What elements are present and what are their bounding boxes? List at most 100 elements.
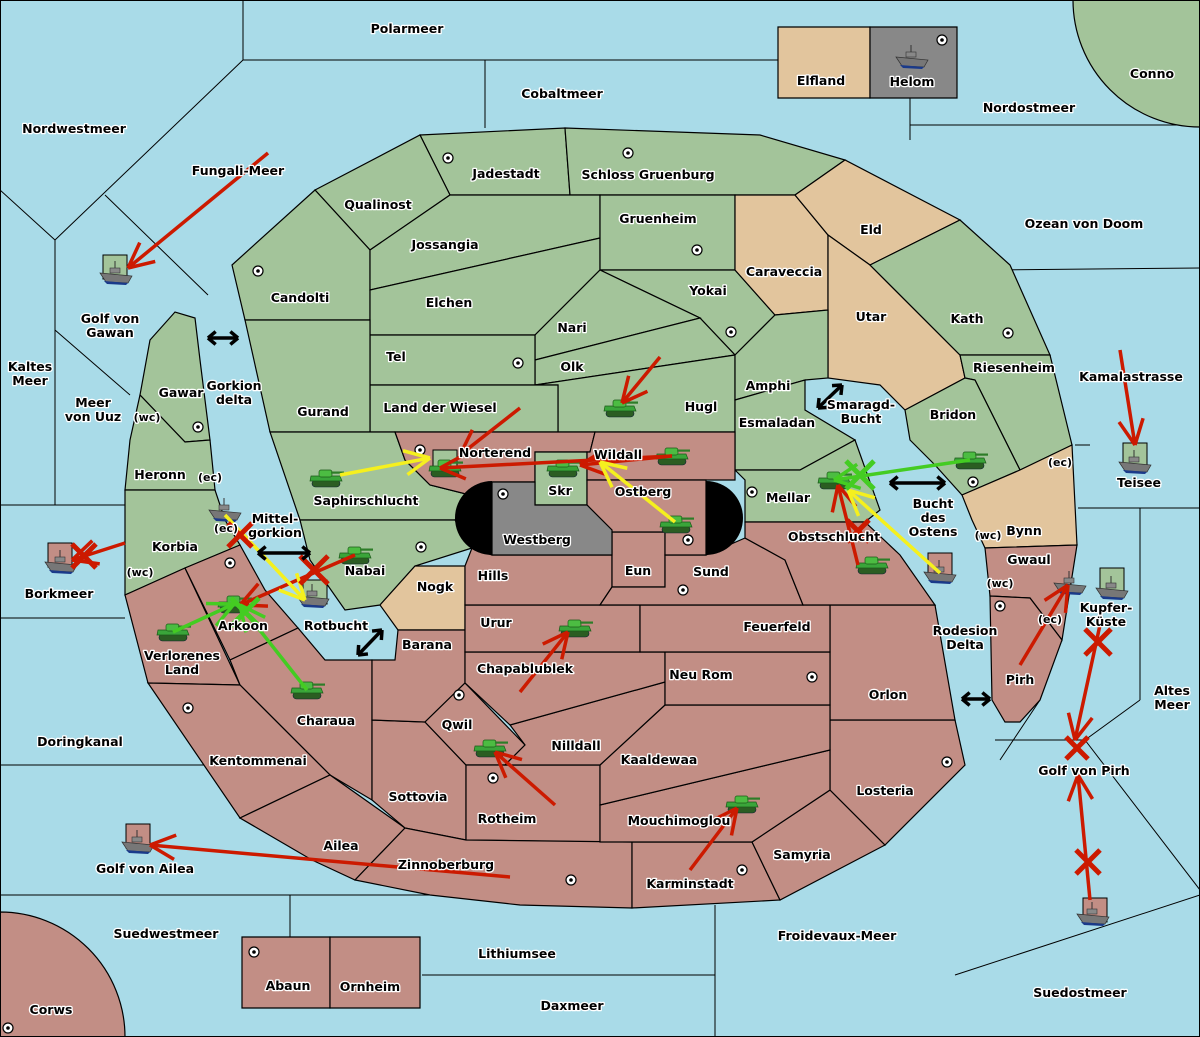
province-label-olk: Olk xyxy=(560,359,584,374)
order-line xyxy=(846,488,942,575)
province-label-karminstadt: Karminstadt xyxy=(646,876,733,891)
supply-center-icon xyxy=(248,946,260,958)
label-line: des xyxy=(921,510,946,525)
supply-center-icon xyxy=(725,326,737,338)
province-label-eld: Eld xyxy=(860,222,882,237)
failed-order-cross-icon xyxy=(845,518,871,544)
supply-center-icon xyxy=(512,357,524,369)
sea-border-line xyxy=(954,894,1200,976)
province-label-sund: Sund xyxy=(693,564,729,579)
order-arrowhead xyxy=(205,601,235,606)
label-line: Delta xyxy=(946,637,984,652)
province-conno[interactable] xyxy=(1072,0,1200,128)
supply-center-icon xyxy=(252,265,264,277)
order-arrowhead xyxy=(711,806,738,823)
province-gruenheim[interactable] xyxy=(599,194,736,271)
order-arrowhead xyxy=(458,429,474,456)
label-line: Feuerfeld xyxy=(743,619,810,634)
supply-center-icon xyxy=(442,152,454,164)
order-line xyxy=(149,843,511,879)
province-label-gruenheim: Gruenheim xyxy=(619,211,696,226)
label-line: Lithiumsee xyxy=(478,946,556,961)
supply-center-icon xyxy=(682,534,694,546)
label-line: Abaun xyxy=(266,978,311,993)
label-line: Gwaul xyxy=(1007,552,1050,567)
connection-double-arrow-icon xyxy=(888,475,947,491)
order-arrowhead xyxy=(402,449,431,460)
province-label-rotheim: Rotheim xyxy=(478,811,537,826)
province-rotheim[interactable] xyxy=(465,764,601,843)
label-line: Golf von Pirh xyxy=(1038,763,1129,778)
sea-border-line xyxy=(1084,699,1141,741)
supply-center-icon xyxy=(941,756,953,768)
label-line: Nogk xyxy=(417,579,454,594)
order-arrowhead xyxy=(439,466,467,481)
order-arrowhead xyxy=(1073,716,1094,742)
coast-label: (ec) xyxy=(1048,456,1072,469)
province-label-ailea: Ailea xyxy=(323,838,358,853)
province-eun[interactable] xyxy=(611,531,666,588)
order-line xyxy=(518,630,570,694)
province-westberg[interactable] xyxy=(491,481,613,556)
label-line: Jossangia xyxy=(410,237,478,252)
province-label-pirh: Pirh xyxy=(1006,672,1035,687)
coast-label: (ec) xyxy=(1038,613,1062,626)
label-line: Teisee xyxy=(1117,475,1161,490)
failed-order-cross-icon xyxy=(1083,627,1113,657)
label-line: Gorkion xyxy=(206,378,261,393)
label-line: Kupfer- xyxy=(1080,600,1133,615)
sea-label-golfpirh: Golf von Pirh xyxy=(1038,763,1129,778)
label-line: Bynn xyxy=(1006,523,1041,538)
province-kath[interactable] xyxy=(868,219,1051,356)
failed-order-cross-icon xyxy=(1074,848,1102,876)
failed-order-cross-icon xyxy=(226,521,254,549)
order-arrowhead xyxy=(294,572,307,601)
province-label-bridon: Bridon xyxy=(930,407,976,422)
order-line xyxy=(620,355,662,405)
sea-label-cobaltmeer: Cobaltmeer xyxy=(521,86,603,101)
order-arrowhead xyxy=(729,807,739,836)
province-ornheim[interactable] xyxy=(329,936,421,1009)
order-line xyxy=(579,454,673,467)
label-line: Nordostmeer xyxy=(983,100,1076,115)
sea-label-doringkanal: Doringkanal xyxy=(37,734,123,749)
province-label-heronn: Heronn xyxy=(134,467,186,482)
sea-label-lithiumsee: Lithiumsee xyxy=(478,946,556,961)
sea-label-mittelgorkion: Mittel-gorkion xyxy=(248,511,302,540)
order-line xyxy=(493,750,557,807)
failed-order-cross-icon xyxy=(70,542,98,570)
province-obstschlucht[interactable] xyxy=(744,521,937,606)
label-line: Polarmeer xyxy=(371,21,445,36)
coast-label: (wc) xyxy=(127,566,154,579)
order-arrowhead xyxy=(406,456,432,477)
label-line: Pirh xyxy=(1006,672,1035,687)
label-line: Helom xyxy=(890,74,935,89)
connection-double-arrow-icon xyxy=(206,330,240,346)
province-label-helom: Helom xyxy=(890,74,935,89)
province-label-norterend: Norterend xyxy=(459,445,531,460)
order-arrowhead xyxy=(1063,584,1070,614)
label-line: delta xyxy=(216,392,252,407)
label-line: Sottovia xyxy=(389,789,448,804)
supply-center-icon xyxy=(182,702,194,714)
order-line xyxy=(1018,584,1070,666)
province-corws[interactable] xyxy=(0,911,126,1037)
province-label-bynn: Bynn xyxy=(1006,523,1041,538)
supply-center-icon xyxy=(677,584,689,596)
province-label-kentommenai: Kentommenai xyxy=(209,753,307,768)
connection-double-arrow-icon xyxy=(816,383,844,410)
label-line: Hugl xyxy=(685,399,718,414)
impassable-right xyxy=(706,481,743,555)
label-line: Qwil xyxy=(442,717,473,732)
supply-center-icon xyxy=(414,444,426,456)
order-arrowhead xyxy=(493,751,508,779)
label-line: Gruenheim xyxy=(619,211,696,226)
province-label-wildall: Wildall xyxy=(594,447,642,462)
label-line: Norterend xyxy=(459,445,531,460)
label-line: Kaltes xyxy=(8,359,52,374)
